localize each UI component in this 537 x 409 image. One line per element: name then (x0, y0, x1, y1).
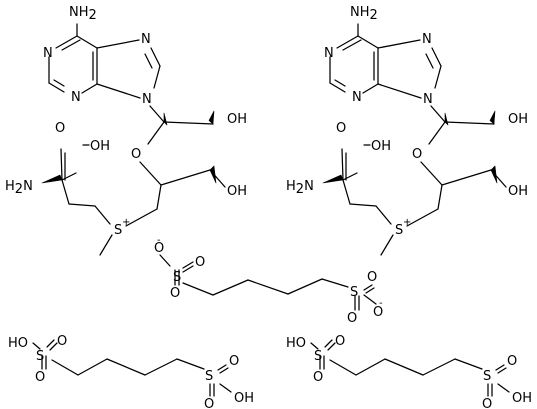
carbonyl-oxygen-label: O (336, 121, 346, 136)
sulfonic-s-left: S (314, 349, 322, 364)
sulfonate-charge-left: - (157, 235, 161, 246)
sulfonic-s-right: S (483, 369, 491, 384)
imidazole-n9-label: N (142, 92, 152, 107)
sulfonic-o-left-a: O (57, 334, 67, 349)
sam-left-bonds (48, 23, 226, 256)
sulfonium-charge-label: + (122, 217, 130, 228)
disulfonate-bonds (159, 254, 377, 311)
sulfonate-o-minus-left: O (154, 241, 164, 256)
sulfonic-ho-left: HO (286, 336, 306, 351)
sulfonate-s-right: S (350, 285, 358, 300)
sulfonate-charge-right: - (379, 298, 383, 309)
sam-left-wedges (41, 110, 217, 184)
ribose-oxygen-label: O (412, 147, 422, 162)
sulfonate-s-left: S (173, 270, 181, 285)
s-adenosylmethionine-cation-left: NH2 N N N N O OH OH S + O OH H2N (5, 5, 247, 256)
disulfonate-atom-labels: O - S O O S O O O - (154, 235, 383, 326)
pyrimidine-n1-label: N (324, 46, 334, 61)
sulfonic-o-left-a: O (335, 334, 345, 349)
ribose-hydroxyl-upper-label: OH (508, 112, 528, 127)
acid-right-atom-labels: HO S O O S O O OH (286, 334, 532, 409)
acid-left-bonds (32, 339, 232, 397)
ribose-hydroxyl-lower-label: OH (508, 184, 528, 199)
sam-right-atom-labels: NH2 N N N N O OH OH S + O OH H2N (286, 5, 528, 238)
sulfonic-o-left-b: O (35, 370, 45, 385)
sulfonic-s-right: S (205, 369, 213, 384)
sam-right-wedges (322, 110, 498, 184)
sulfonate-o-left-a: O (195, 255, 205, 270)
sulfonate-o-right-b: O (347, 311, 357, 326)
sulfonium-s-label: S (114, 223, 122, 238)
sulfonic-o-right-b: O (204, 397, 214, 409)
sulfonic-s-left: S (36, 349, 44, 364)
sulfonic-o-left-b: O (313, 370, 323, 385)
carboxyl-oh-label: OH (371, 139, 391, 154)
sulfonic-o-right-b: O (482, 397, 492, 409)
pyrimidine-n1-label: N (43, 46, 53, 61)
sulfonic-oh-right: OH (234, 391, 254, 406)
sulfonate-o-right-a: O (367, 270, 377, 285)
s-adenosylmethionine-cation-right: NH2 N N N N O OH OH S + O OH H2N (286, 5, 528, 256)
ribose-hydroxyl-lower-label: OH (227, 184, 247, 199)
carboxyl-oh-label: OH (90, 139, 110, 154)
imidazole-n9-label: N (423, 92, 433, 107)
sam-right-bonds (329, 23, 507, 256)
sam-left-atom-labels: NH2 N N N N O OH OH S + O OH H2N (5, 5, 247, 238)
carbonyl-oxygen-label: O (55, 121, 65, 136)
imidazole-n7-label: N (141, 32, 151, 47)
pyrimidine-n3-label: N (352, 90, 362, 105)
acid-right-bonds (310, 339, 510, 397)
butanedisulfonic-acid-left: HO S O O S O O OH (8, 334, 254, 409)
acid-left-atom-labels: HO S O O S O O OH (8, 334, 254, 409)
amine-nh2-label: NH2 (350, 5, 378, 23)
imidazole-n7-label: N (422, 32, 432, 47)
sulfonic-ho-left: HO (8, 336, 28, 351)
alpha-amine-label: H2N (286, 179, 314, 197)
sulfonic-oh-right: OH (512, 391, 532, 406)
sulfonic-o-right-a: O (507, 354, 517, 369)
sulfonate-o-left-b: O (170, 286, 180, 301)
sulfonium-charge-label: + (403, 217, 411, 228)
butanedisulfonate-dianion: O - S O O S O O O - (154, 235, 383, 326)
pyrimidine-n3-label: N (71, 90, 81, 105)
amine-nh2-label: NH2 (69, 5, 97, 23)
alpha-amine-label: H2N (5, 179, 33, 197)
sulfonate-o-minus-right: O (373, 305, 383, 320)
ribose-hydroxyl-upper-label: OH (227, 112, 247, 127)
sulfonic-o-right-a: O (229, 354, 239, 369)
sulfonium-s-label: S (395, 223, 403, 238)
ribose-oxygen-label: O (131, 147, 141, 162)
butanedisulfonic-acid-right: HO S O O S O O OH (286, 334, 532, 409)
